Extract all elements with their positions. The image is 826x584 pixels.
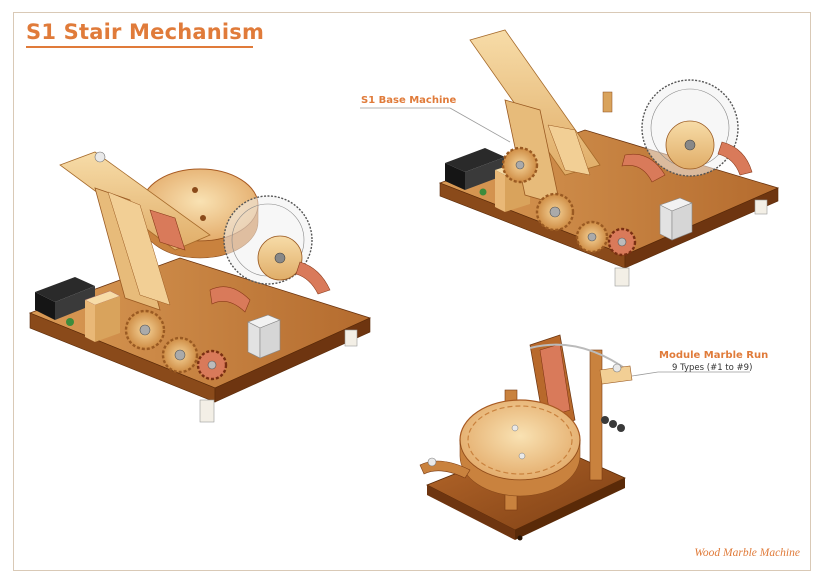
base-machine-illustration	[438, 29, 780, 287]
module-run-illustration	[419, 334, 633, 541]
sheet-border	[13, 12, 811, 571]
callout-module-run-types: 9 Types (#1 to #9)	[672, 363, 753, 373]
callout-module-run: Module Marble Run	[659, 350, 769, 361]
title-underline	[26, 46, 253, 48]
page-title: S1 Stair Mechanism	[26, 20, 265, 44]
machine-assembly-illustration	[28, 151, 372, 423]
callout-base-machine: S1 Base Machine	[361, 95, 457, 106]
footer-caption: Wood Marble Machine	[694, 547, 800, 559]
